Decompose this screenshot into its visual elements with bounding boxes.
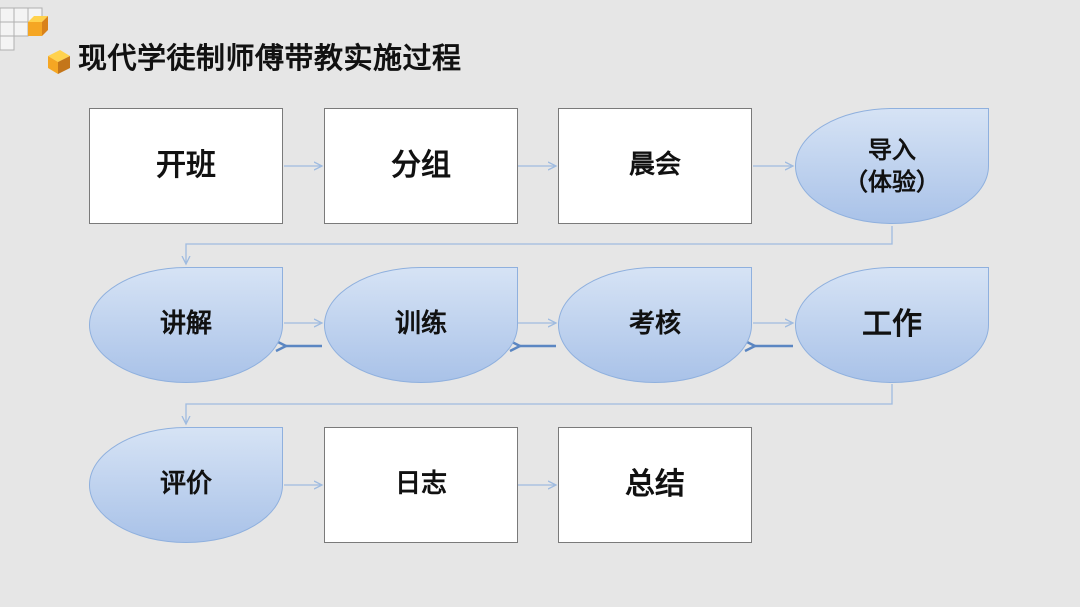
step-label: 训练 [394,309,447,340]
arrow-row2-row3 [186,384,893,424]
step-daoru: 导入 （体验） [795,108,989,224]
step-label: 工作 [862,306,922,342]
step-gongzuo: 工作 [795,267,989,383]
page-title: 现代学徒制师傅带教实施过程 [78,41,462,75]
step-label: 晨会 [628,150,681,181]
cube-logo-icon [0,7,48,51]
step-chenhui: 晨会 [558,108,752,224]
step-label: 日志 [394,469,447,500]
step-xunlian: 训练 [324,267,518,383]
step-label: 评价 [159,469,212,500]
step-label: 开班 [156,147,216,183]
step-zongjie: 总结 [558,427,752,543]
step-pingjia: 评价 [89,427,283,543]
step-label: 分组 [391,147,451,183]
step-rizhi: 日志 [324,427,518,543]
step-label: 讲解 [159,309,212,340]
arrow-row1-row2 [186,226,893,264]
step-kaohe: 考核 [558,267,752,383]
step-kaiban: 开班 [89,108,283,224]
title-bullet-icon [48,50,70,74]
step-label: 考核 [628,309,681,340]
step-jiangjie: 讲解 [89,267,283,383]
step-fenzu: 分组 [324,108,518,224]
step-label: 导入 （体验） [844,135,940,196]
step-label: 总结 [625,466,685,502]
